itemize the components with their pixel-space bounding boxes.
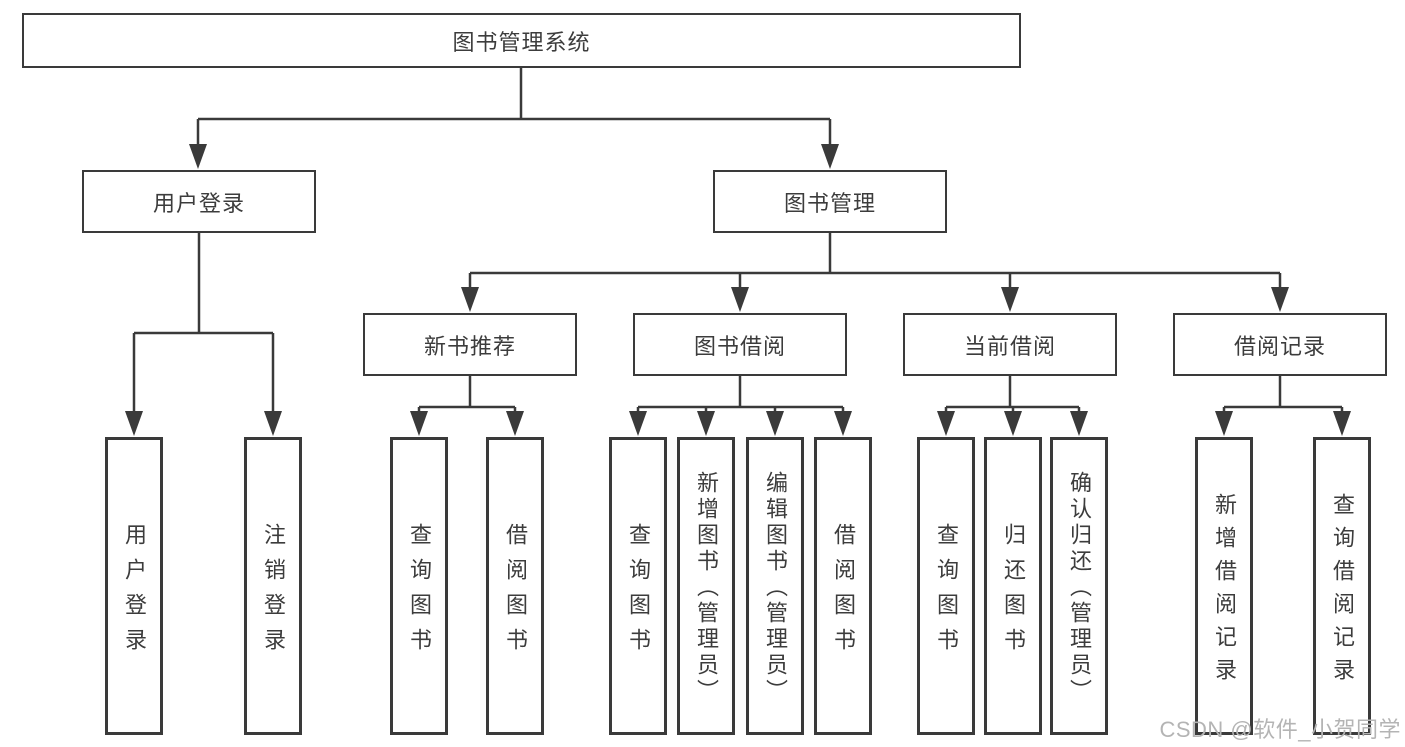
- leaf-borrow-books: 借阅图书: [814, 437, 872, 735]
- leaf-query-books-recommend-label: 查询图书: [407, 522, 432, 663]
- node-user-login: 用户登录: [82, 170, 316, 233]
- connector-new-book-split: [410, 376, 524, 436]
- leaf-add-books-admin: 新增图书（管理员）: [677, 437, 735, 735]
- leaf-confirm-return-admin: 确认归还（管理员）: [1050, 437, 1108, 735]
- leaf-add-borrow-record: 新增借阅记录: [1195, 437, 1253, 735]
- leaf-borrow-books-recommend-label: 借阅图书: [503, 522, 528, 663]
- connector-user-login-split: [125, 233, 282, 436]
- node-root-label: 图书管理系统: [452, 29, 591, 55]
- node-user-login-label: 用户登录: [152, 190, 245, 216]
- leaf-edit-books-admin-label: 编辑图书（管理员）: [763, 471, 788, 705]
- node-book-management: 图书管理: [713, 170, 947, 233]
- connector-current-borrow-split: [937, 376, 1088, 436]
- node-book-borrow: 图书借阅: [633, 313, 847, 376]
- leaf-query-borrow-record: 查询借阅记录: [1313, 437, 1371, 735]
- leaf-return-books: 归还图书: [984, 437, 1042, 735]
- leaf-query-books-borrow: 查询图书: [609, 437, 667, 735]
- leaf-logout: 注销登录: [244, 437, 302, 735]
- leaf-query-books-borrow-label: 查询图书: [626, 522, 651, 663]
- node-current-borrow-label: 当前借阅: [963, 333, 1056, 359]
- connector-borrow-records-split: [1215, 376, 1351, 436]
- node-root: 图书管理系统: [22, 13, 1021, 68]
- leaf-edit-books-admin: 编辑图书（管理员）: [746, 437, 804, 735]
- leaf-query-borrow-record-label: 查询借阅记录: [1330, 492, 1355, 691]
- node-borrow-records-label: 借阅记录: [1233, 333, 1326, 359]
- node-borrow-records: 借阅记录: [1173, 313, 1387, 376]
- node-current-borrow: 当前借阅: [903, 313, 1117, 376]
- leaf-add-books-admin-label: 新增图书（管理员）: [694, 471, 719, 705]
- leaf-query-books-recommend: 查询图书: [390, 437, 448, 735]
- node-book-management-label: 图书管理: [783, 190, 876, 216]
- leaf-return-books-label: 归还图书: [1001, 522, 1026, 663]
- leaf-user-login: 用户登录: [105, 437, 163, 735]
- connector-root-split: [189, 68, 839, 169]
- leaf-confirm-return-admin-label: 确认归还（管理员）: [1067, 471, 1092, 705]
- leaf-logout-label: 注销登录: [261, 522, 286, 663]
- node-new-book-recommend: 新书推荐: [363, 313, 577, 376]
- leaf-user-login-label: 用户登录: [122, 522, 147, 663]
- leaf-query-books-current-label: 查询图书: [934, 522, 959, 663]
- connector-book-borrow-split: [629, 376, 852, 436]
- node-new-book-recommend-label: 新书推荐: [423, 333, 516, 359]
- leaf-query-books-current: 查询图书: [917, 437, 975, 735]
- leaf-borrow-books-label: 借阅图书: [831, 522, 856, 663]
- leaf-add-borrow-record-label: 新增借阅记录: [1212, 492, 1237, 691]
- csdn-watermark: CSDN @软件_小贺同学: [1159, 717, 1401, 742]
- node-book-borrow-label: 图书借阅: [693, 333, 786, 359]
- leaf-borrow-books-recommend: 借阅图书: [486, 437, 544, 735]
- connector-book-management-split: [461, 233, 1289, 312]
